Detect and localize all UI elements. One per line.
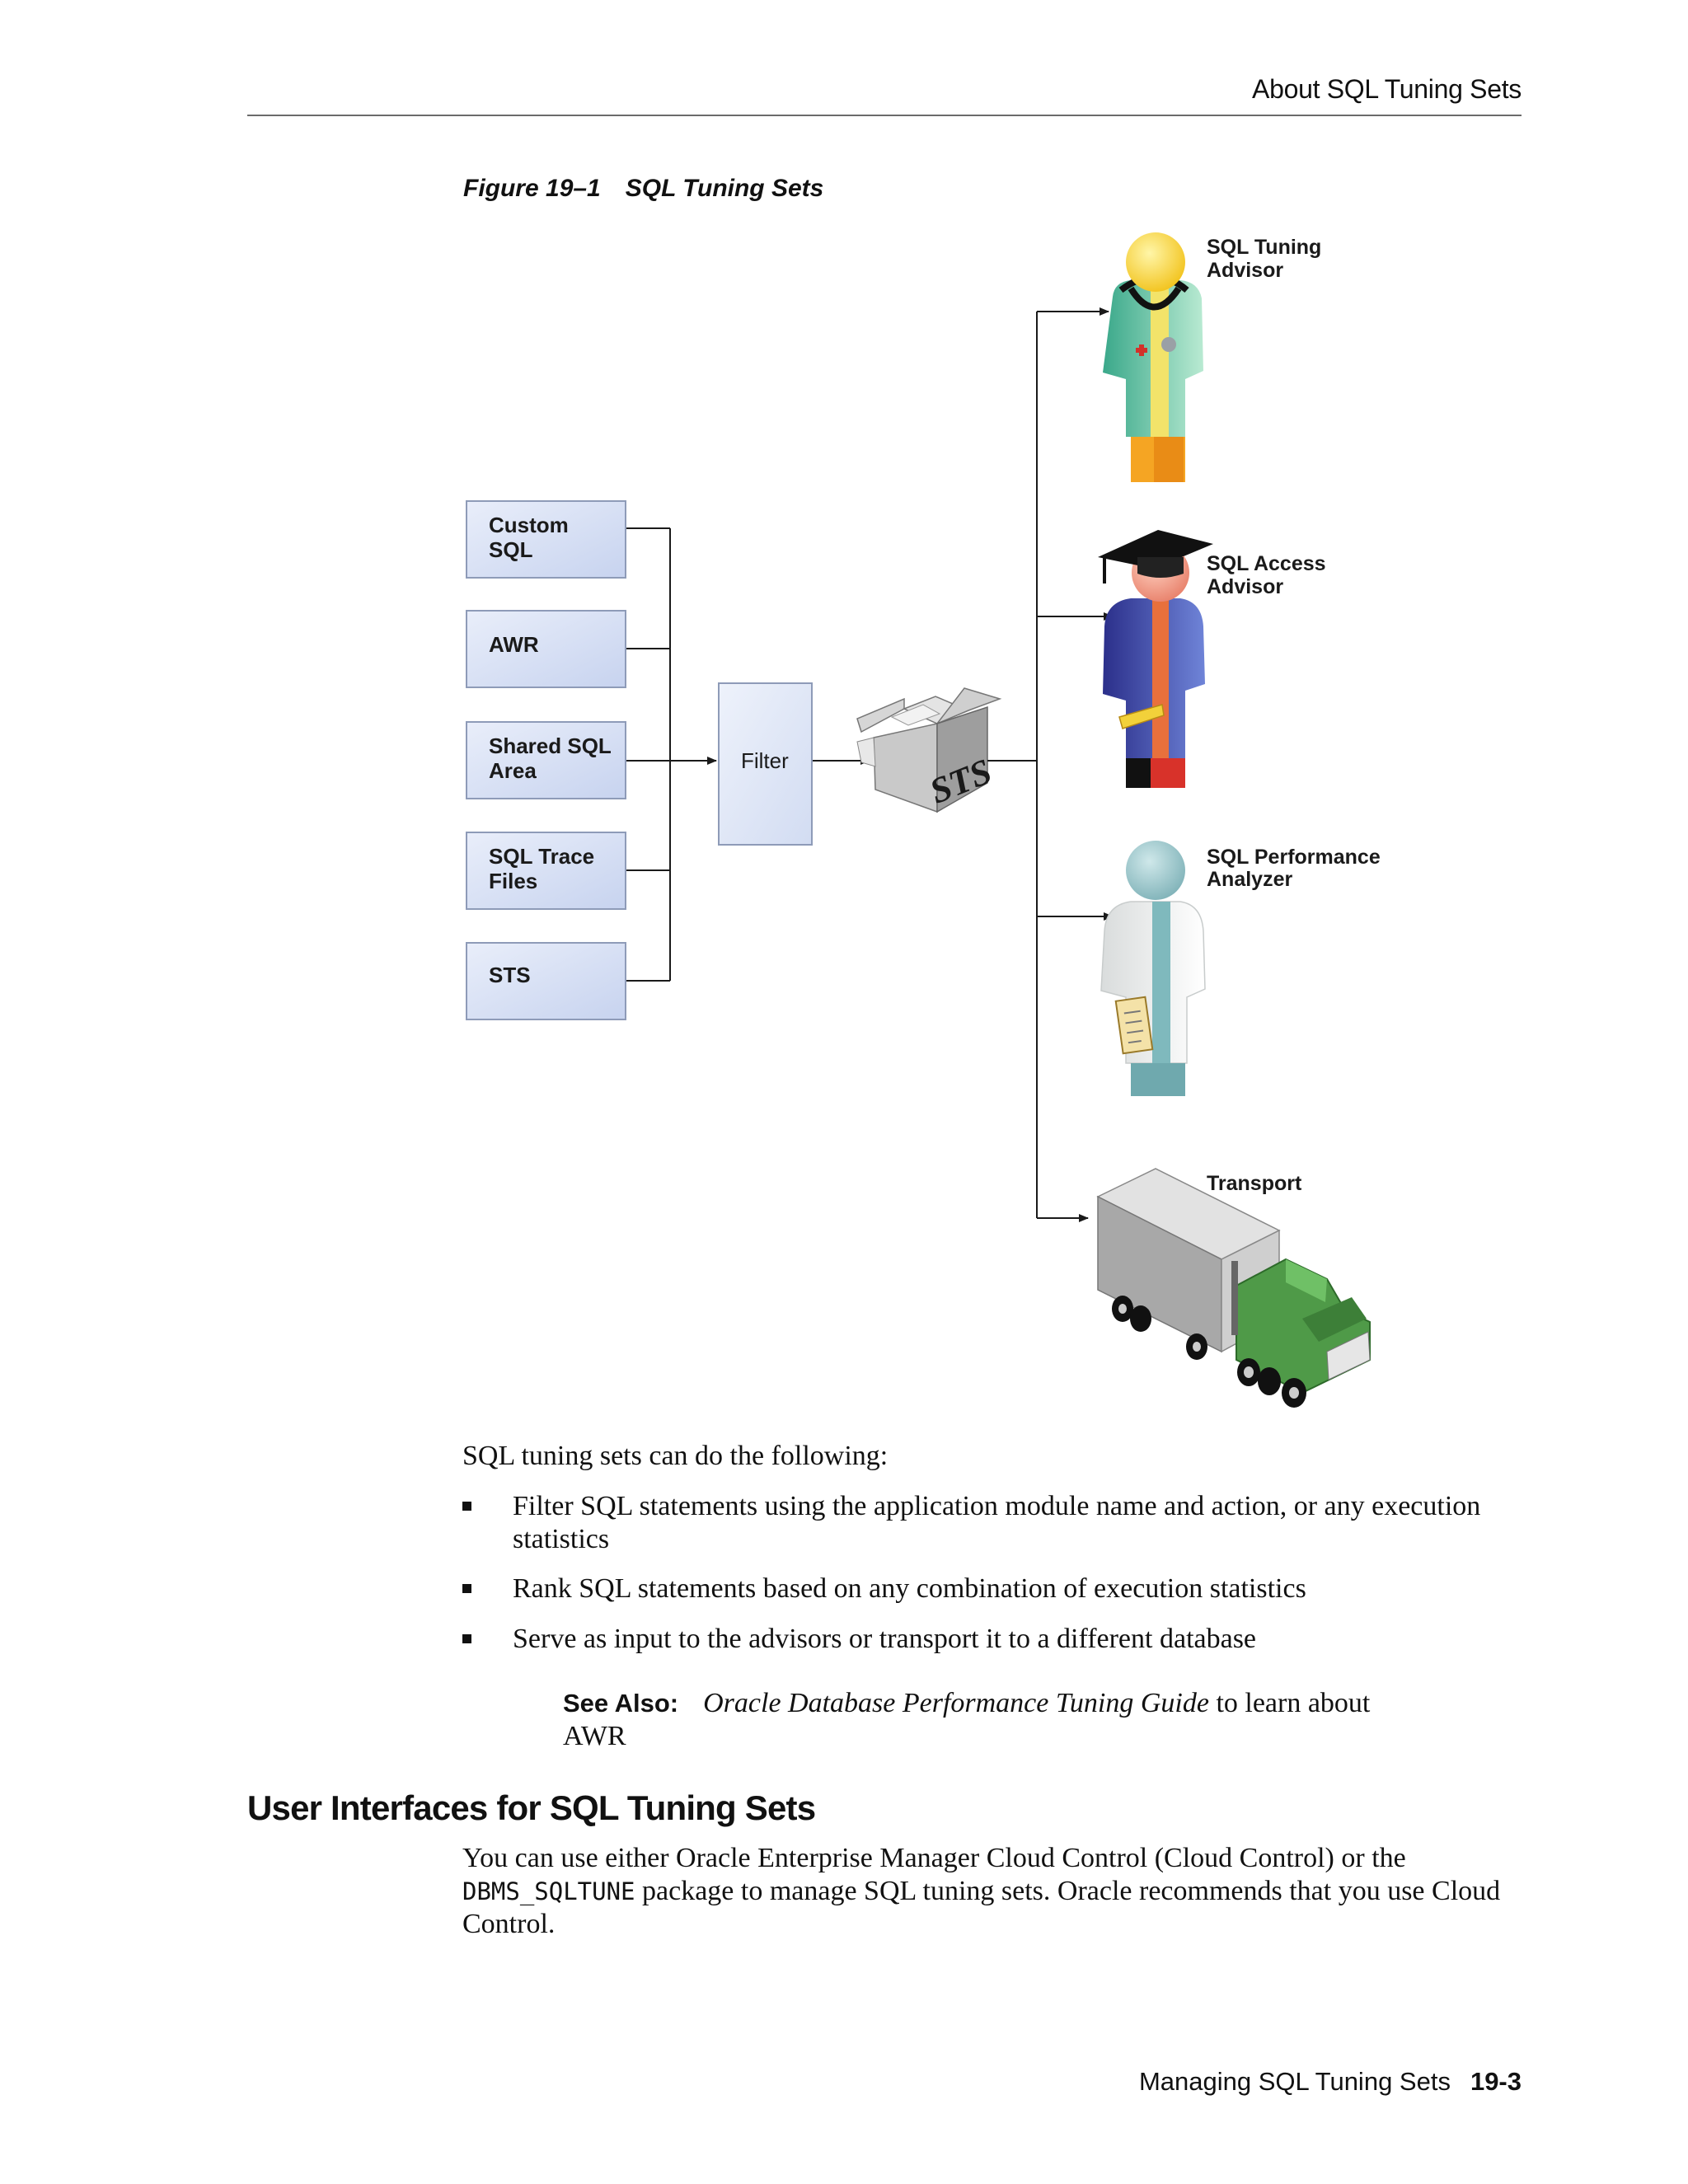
- sql-tuning-sets-diagram: Custom SQL AWR Shared SQL Area SQL Trace…: [466, 232, 1381, 1408]
- bullet-text: Serve as input to the advisors or transp…: [513, 1624, 1257, 1654]
- figure-number: Figure 19–1: [463, 175, 601, 202]
- target-sql-tuning-advisor: SQL Tuning Advisor: [1103, 232, 1321, 482]
- figure-caption: Figure 19–1 SQL Tuning Sets: [463, 175, 823, 203]
- bullet-text: Rank SQL statements based on any combina…: [513, 1573, 1306, 1604]
- sts-box-icon: STS: [856, 687, 1002, 813]
- source-label: Shared SQL: [489, 733, 612, 758]
- target-label: SQL Performance: [1207, 846, 1381, 869]
- page-number: 19-3: [1470, 2067, 1522, 2096]
- see-also-link[interactable]: Oracle Database Performance Tuning Guide: [703, 1688, 1209, 1718]
- section-paragraph: You can use either Oracle Enterprise Man…: [462, 1842, 1534, 1941]
- source-label: Custom: [489, 513, 569, 537]
- source-custom-sql: Custom SQL: [466, 500, 626, 579]
- see-also-note: See Also: Oracle Database Performance Tun…: [563, 1687, 1420, 1753]
- source-label: Files: [489, 869, 537, 893]
- lab-analyst-icon: [1100, 841, 1206, 1096]
- doctor-icon: [1103, 232, 1203, 482]
- target-transport: Transport: [1096, 1168, 1371, 1408]
- bullet-marker: [462, 1502, 471, 1511]
- source-label: AWR: [489, 632, 539, 657]
- source-label: Area: [489, 758, 537, 783]
- page-footer: Managing SQL Tuning Sets 19-3: [1139, 2067, 1522, 2097]
- code-package-name: DBMS_SQLTUNE: [462, 1877, 635, 1905]
- intro-text: SQL tuning sets can do the following:: [462, 1441, 889, 1471]
- bullet-text: Filter SQL statements using the applicat…: [513, 1491, 1481, 1554]
- filter-label: Filter: [741, 748, 789, 773]
- section-heading: User Interfaces for SQL Tuning Sets: [247, 1788, 816, 1827]
- target-label: Advisor: [1207, 575, 1283, 598]
- running-head: About SQL Tuning Sets: [1252, 74, 1522, 104]
- target-label: SQL Tuning: [1207, 236, 1321, 259]
- paragraph-text: You can use either Oracle Enterprise Man…: [462, 1843, 1406, 1873]
- truck-icon: [1096, 1168, 1371, 1408]
- see-also-text: to learn about AWR: [563, 1688, 1371, 1751]
- bullet-marker: [462, 1634, 471, 1643]
- bullet-marker: [462, 1584, 471, 1593]
- source-label: SQL: [489, 537, 533, 562]
- source-sts: STS: [466, 942, 626, 1020]
- source-label: SQL Trace: [489, 844, 594, 869]
- target-sql-access-advisor: SQL Access Advisor: [1098, 530, 1326, 788]
- source-awr: AWR: [466, 610, 626, 688]
- target-label: Transport: [1207, 1172, 1302, 1195]
- footer-chapter-title: Managing SQL Tuning Sets: [1138, 2067, 1451, 2096]
- target-label: SQL Access: [1207, 552, 1326, 575]
- header-rule: [247, 115, 1522, 116]
- paragraph-text: package to manage SQL tuning sets. Oracl…: [462, 1876, 1501, 1939]
- source-shared-sql-area: Shared SQL Area: [466, 721, 626, 799]
- filter-box: Filter: [718, 682, 813, 846]
- target-sql-performance-analyzer: SQL Performance Analyzer: [1100, 841, 1381, 1096]
- target-connectors: [1036, 307, 1114, 1222]
- source-label: STS: [489, 963, 531, 987]
- target-label: Advisor: [1207, 259, 1283, 282]
- see-also-label: See Also:: [563, 1689, 679, 1718]
- graduate-icon: [1098, 530, 1213, 788]
- source-connectors: [626, 527, 717, 982]
- figure-title: SQL Tuning Sets: [625, 175, 824, 202]
- source-sql-trace-files: SQL Trace Files: [466, 832, 626, 910]
- target-label: Analyzer: [1207, 868, 1292, 891]
